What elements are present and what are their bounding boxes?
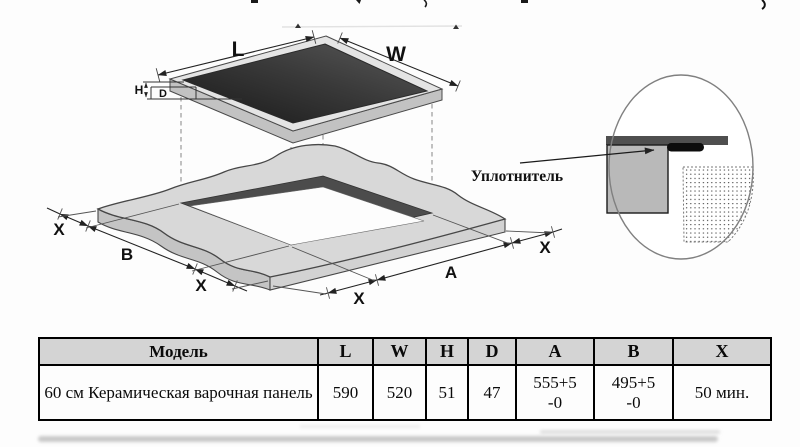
label-length-L: L — [232, 38, 245, 61]
label-cutout-B: B — [121, 245, 133, 264]
spec-table: Модель L W H D A B X 60 см Керамическая … — [38, 337, 772, 421]
header-A: A — [515, 337, 595, 366]
cell-W: 520 — [372, 364, 427, 421]
label-margin-x-left: X — [53, 220, 65, 239]
hob-dimensions — [155, 30, 461, 92]
hob-body-hatched — [682, 166, 754, 243]
seal-gasket — [667, 143, 704, 152]
cell-L: 590 — [317, 364, 374, 421]
header-H: H — [425, 337, 469, 366]
scan-artifact-top — [251, 0, 766, 29]
label-margin-x-right: X — [539, 238, 551, 257]
label-seal: Уплотнитель — [471, 168, 563, 185]
header-X: X — [672, 337, 772, 366]
cell-B: 495+5 -0 — [593, 364, 674, 421]
header-B: B — [593, 337, 674, 366]
header-model: Модель — [38, 337, 319, 366]
label-height-H: H — [135, 83, 144, 97]
spec-header-row: Модель L W H D A B X — [38, 337, 772, 366]
label-depth-D: D — [159, 88, 167, 100]
left-dimension-chain — [46, 203, 290, 292]
cell-model: 60 см Керамическая варочная панель — [38, 364, 319, 421]
label-width-W: W — [386, 43, 406, 66]
cell-X: 50 мин. — [672, 364, 772, 421]
label-cutout-A: A — [445, 263, 457, 282]
glass-cross-section — [606, 136, 728, 145]
header-W: W — [372, 337, 427, 366]
label-margin-x-bottom-left: X — [195, 276, 207, 295]
seal-pointer-arrow — [519, 147, 655, 164]
spec-table-wrap: Модель L W H D A B X 60 см Керамическая … — [38, 337, 772, 421]
right-dimension-chain — [272, 214, 563, 299]
cell-A: 555+5 -0 — [515, 364, 595, 421]
header-L: L — [317, 337, 374, 366]
spec-data-row: 60 см Керамическая варочная панель 590 5… — [38, 364, 772, 421]
cutout-hole — [188, 186, 425, 246]
cell-H: 51 — [425, 364, 469, 421]
seal-detail-callout — [519, 74, 754, 260]
callout-circle — [608, 74, 754, 260]
label-margin-x-bottom-center: X — [353, 289, 365, 308]
worktop-cross-section — [606, 144, 669, 214]
height-depth-bracket — [143, 81, 242, 100]
scan-artifact-bottom — [38, 425, 720, 442]
header-D: D — [467, 337, 517, 366]
cell-D: 47 — [467, 364, 517, 421]
